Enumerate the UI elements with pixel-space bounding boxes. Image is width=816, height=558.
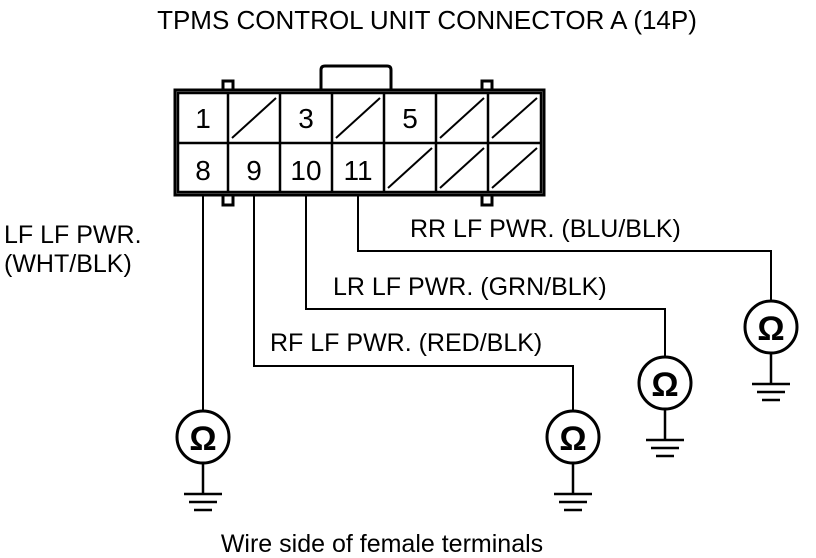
ohm-symbol: Ω (189, 420, 216, 458)
ground-icon (184, 463, 222, 512)
terminal-5: 5 (402, 103, 418, 134)
terminal-10: 10 (290, 155, 321, 186)
ohm-symbol: Ω (651, 366, 678, 404)
ohmmeter-rr: Ω (743, 299, 799, 402)
ohm-symbol: Ω (757, 310, 784, 348)
ground-icon (752, 353, 790, 402)
terminal-3: 3 (298, 103, 314, 134)
diagram-caption: Wire side of female terminals (221, 530, 543, 558)
terminal-1: 1 (195, 103, 211, 134)
ohmmeter-lr: Ω (637, 355, 693, 458)
wire-rf (253, 195, 574, 411)
ohm-symbol: Ω (559, 420, 586, 458)
connector-14p (173, 64, 546, 207)
ground-icon (554, 463, 592, 512)
ohmmeter-rf: Ω (545, 409, 601, 512)
terminal-9: 9 (246, 155, 262, 186)
ohmmeter-lf: Ω (175, 409, 231, 512)
wire-label-rf: RF LF PWR. (RED/BLK) (270, 329, 542, 357)
terminal-8: 8 (195, 155, 211, 186)
diagram-title: TPMS CONTROL UNIT CONNECTOR A (14P) (157, 5, 697, 35)
wire-rr (357, 195, 772, 301)
wire-label-rr: RR LF PWR. (BLU/BLK) (410, 215, 681, 243)
terminal-11: 11 (343, 155, 372, 186)
ground-icon (646, 409, 684, 458)
wire-label-lr: LR LF PWR. (GRN/BLK) (333, 273, 607, 301)
wire-lr (305, 195, 666, 357)
wire-label-lf-line2: (WHT/BLK) (4, 250, 132, 278)
wire-label-lf-line1: LF LF PWR. (4, 221, 142, 249)
